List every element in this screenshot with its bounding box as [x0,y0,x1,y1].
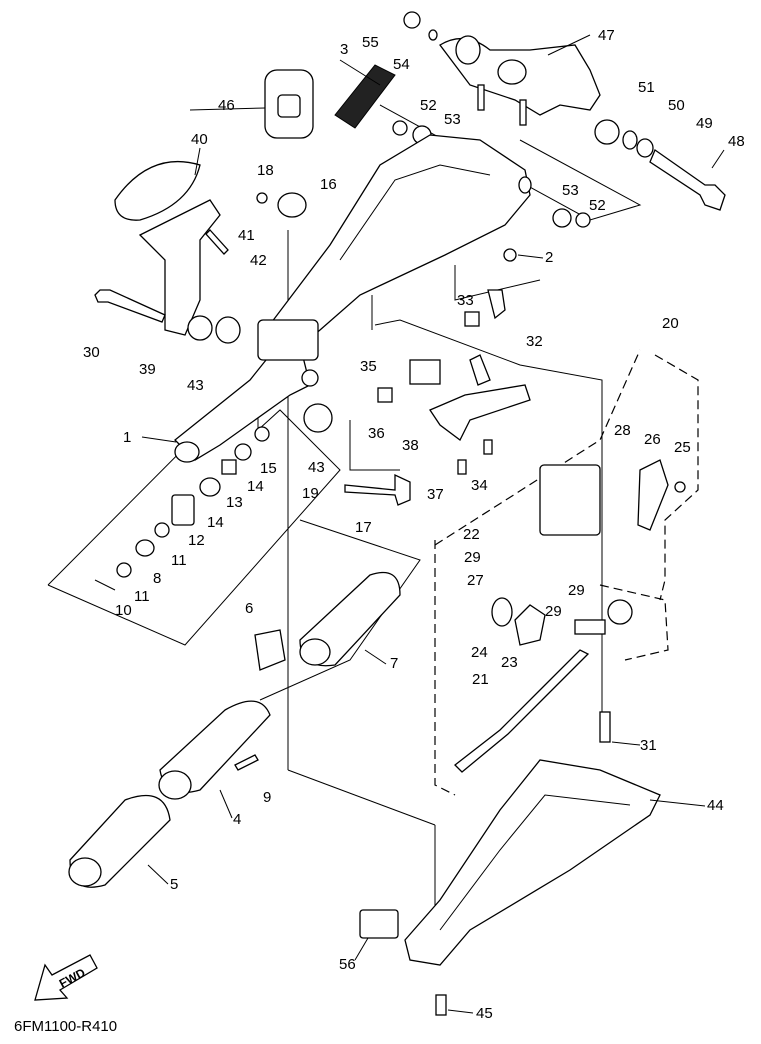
part-label: 1 [123,429,131,446]
part-label: 29 [464,549,481,566]
shift-mechanism-parts-22-29 [491,459,686,646]
part-label: 19 [302,485,319,502]
washers-parts-49-50-51 [594,119,654,158]
diagram-code: 6FM1100-R410 [14,1018,117,1035]
bolt-part-48 [649,149,726,211]
part-label: 11 [134,588,150,605]
part-label: 51 [638,79,655,96]
grip-part-5 [68,794,171,888]
part-label: 14 [207,514,224,531]
part-label: 33 [457,292,474,309]
holder-part-39 [138,199,221,341]
part-label: 4 [233,811,241,828]
cable-part-21 [454,649,590,773]
part-label: 54 [393,56,410,73]
part-label: 6 [245,600,253,617]
part-label: 46 [218,97,235,114]
part-label: 34 [471,477,488,494]
bracket-part-47 [439,35,601,126]
fwd-arrow-icon: FWD [34,954,98,1001]
part-label: 17 [355,519,372,536]
grip-cap-part-40 [114,161,201,221]
part-label: 9 [263,789,271,806]
part-label: 20 [662,315,679,332]
bolt-part-30 [94,289,166,323]
part-label: 29 [545,603,562,620]
handle-arm-part-1 [174,319,319,463]
part-label: 7 [390,655,398,672]
part-label: 8 [153,570,161,587]
part-label: 12 [188,532,205,549]
cover-part-44 [404,759,661,966]
collar-part-6 [254,629,286,671]
part-label: 3 [340,41,348,58]
part-label: 23 [501,654,518,671]
part-label: 40 [191,131,208,148]
part-label: 2 [545,249,553,266]
part-label: 53 [562,182,579,199]
screw-part-9 [234,754,259,771]
part-label: 49 [696,115,713,132]
part-label: 22 [463,526,480,543]
part-label: 53 [444,111,461,128]
part-label: 11 [171,552,187,569]
part-label: 47 [598,27,615,44]
plate-part-3 [334,64,396,129]
part-label: 27 [467,572,484,589]
part-label: 21 [472,671,489,688]
part-label: 14 [247,478,264,495]
part-label: 48 [728,133,745,150]
part-label: 16 [320,176,337,193]
part-label: 55 [362,34,379,51]
part-label: 36 [368,425,385,442]
grip-part-7 [299,571,401,667]
part-label: 45 [476,1005,493,1022]
part-label: 52 [420,97,437,114]
part-label: 29 [568,582,585,599]
part-label: 10 [115,602,132,619]
part-label: 44 [707,797,724,814]
part-label: 38 [402,437,419,454]
part-label: 56 [339,956,356,973]
lever-part-17 [344,473,411,506]
small-parts-32-38 [377,248,531,475]
part-label: 50 [668,97,685,114]
throttle-part-4 [158,700,271,800]
part-label: 43 [187,377,204,394]
part-label: 18 [257,162,274,179]
label-leaders [141,34,725,1014]
part-label: 32 [526,333,543,350]
screw-part-41 [205,229,229,255]
part-label: 37 [427,486,444,503]
part-label: 30 [83,344,100,361]
clip-part-56 [359,909,399,939]
part-label: 24 [471,644,488,661]
part-label: 28 [614,422,631,439]
part-label: 15 [260,460,277,477]
washer-part-43 [215,316,333,433]
part-labels: 1 2 3 4 5 6 7 8 9 10 11 11 12 13 14 14 1… [83,27,745,1022]
screw-parts-31-45 [435,711,611,1016]
part-label: 13 [226,494,243,511]
part-label: 25 [674,439,691,456]
part-label: 39 [139,361,156,378]
part-label: 43 [308,459,325,476]
small-parts-8-15 [94,426,270,591]
clamp-part-16 [256,192,307,218]
grommet-part-46 [264,69,314,139]
grip-assembly-group [47,399,421,701]
part-label: 42 [250,252,267,269]
part-label: 41 [238,227,255,244]
part-label: 26 [644,431,661,448]
part-label: 5 [170,876,178,893]
shift-group-dashed [434,349,699,796]
part-label: 31 [640,737,657,754]
part-label: 52 [589,197,606,214]
part-label: 35 [360,358,377,375]
nut-parts-52-55 [392,11,591,228]
